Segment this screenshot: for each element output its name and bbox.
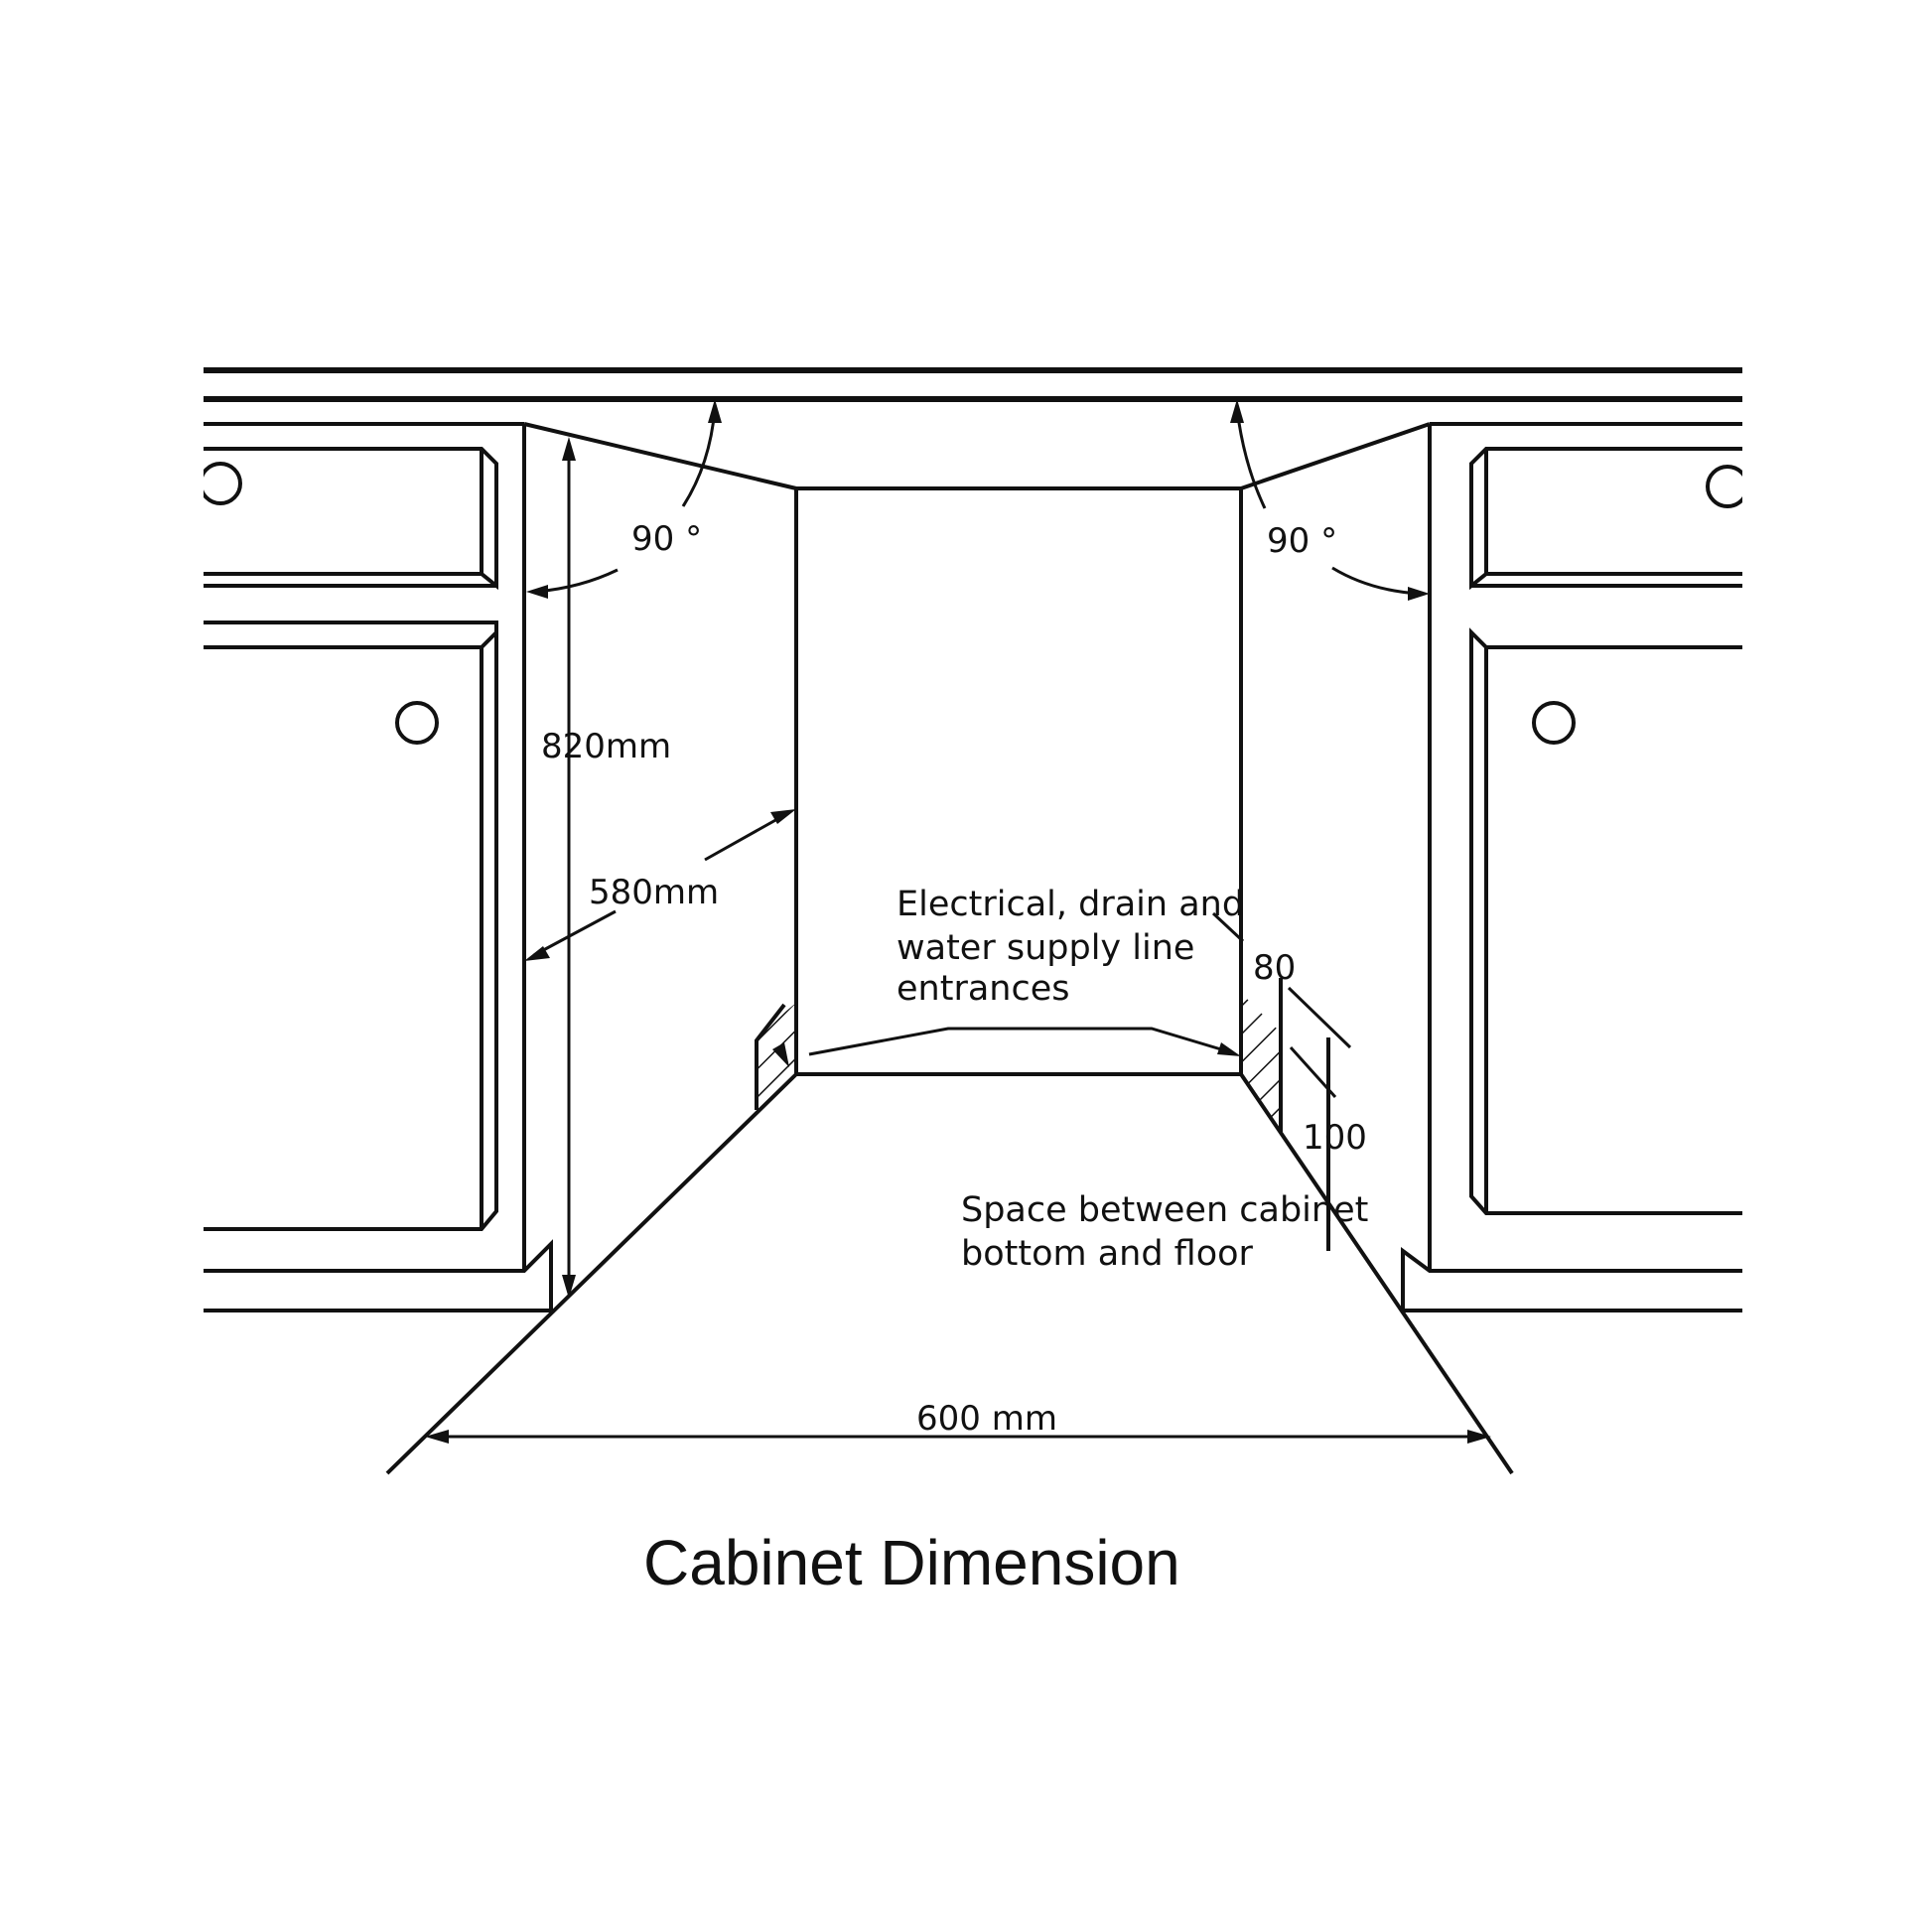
cabinet-niche (385, 422, 1514, 1475)
door-knob-icon (1532, 701, 1576, 745)
left-cabinet (204, 424, 553, 1312)
drawer-knob-icon (204, 462, 242, 505)
service-note-line-1: Electrical, drain and (897, 885, 1244, 924)
service-note-line-3: entrances (897, 969, 1069, 1009)
service-note-line-2: water supply line (897, 928, 1194, 968)
width-label: 600 mm (916, 1399, 1057, 1439)
worktop (204, 367, 1742, 426)
gap-width-label: 80 (1253, 948, 1296, 988)
angle-label-left: 90 ° (631, 519, 702, 559)
drawer-knob-icon (1706, 465, 1742, 508)
depth-dimension (524, 809, 796, 961)
space-note-line-2: bottom and floor (961, 1234, 1254, 1274)
door-knob-icon (395, 701, 439, 745)
diagram-title: Cabinet Dimension (643, 1527, 1180, 1598)
right-cabinet (1401, 424, 1742, 1312)
depth-label: 580mm (589, 873, 719, 912)
note-leaders (772, 911, 1245, 1067)
space-note-line-1: Space between cabinet (961, 1190, 1368, 1230)
angle-label-right: 90 ° (1267, 521, 1337, 561)
width-dimension (425, 1430, 1491, 1444)
gap-width-dimension (1287, 986, 1352, 1099)
angle-indicator-right (1230, 399, 1430, 601)
angle-indicator-left (526, 399, 722, 599)
height-dimension (562, 437, 576, 1299)
gap-height-label: 100 (1303, 1118, 1367, 1158)
service-openings (755, 978, 1283, 1132)
height-label: 820mm (541, 727, 671, 766)
